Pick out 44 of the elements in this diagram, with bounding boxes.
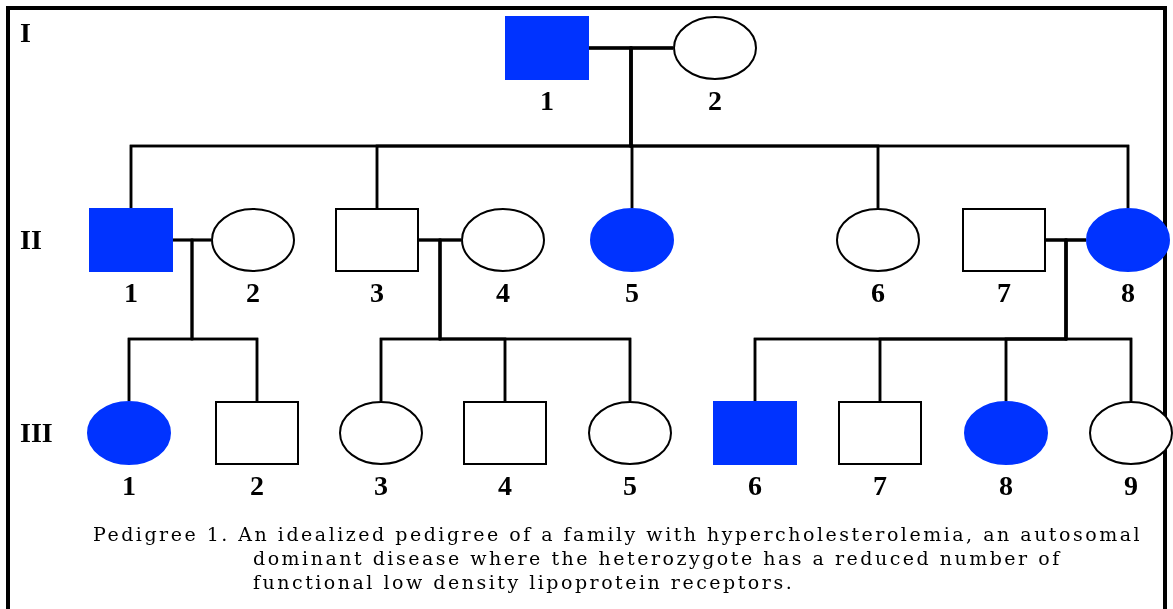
individual-number: 2 bbox=[245, 278, 261, 308]
male-symbol bbox=[463, 401, 547, 465]
individual-number: 6 bbox=[870, 278, 886, 308]
individual-number: 4 bbox=[495, 278, 511, 308]
individual-number: 7 bbox=[996, 278, 1012, 308]
generation-label: III bbox=[20, 418, 53, 448]
affected-male-symbol bbox=[505, 16, 589, 80]
affected-male-symbol bbox=[89, 208, 173, 272]
individual-number: 3 bbox=[369, 278, 385, 308]
individual-number: 3 bbox=[373, 471, 389, 501]
individual-number: 1 bbox=[123, 278, 139, 308]
female-symbol bbox=[461, 208, 545, 272]
female-symbol bbox=[211, 208, 295, 272]
descent-line bbox=[190, 238, 259, 401]
affected-male-symbol bbox=[713, 401, 797, 465]
individual-number: 4 bbox=[497, 471, 513, 501]
male-symbol bbox=[962, 208, 1046, 272]
individual-number: 1 bbox=[121, 471, 137, 501]
individual-number: 2 bbox=[707, 86, 723, 116]
generation-label: II bbox=[20, 225, 42, 255]
female-symbol bbox=[673, 16, 757, 80]
individual-number: 9 bbox=[1123, 471, 1139, 501]
male-symbol bbox=[335, 208, 419, 272]
female-symbol bbox=[836, 208, 920, 272]
affected-female-symbol bbox=[964, 401, 1048, 465]
female-symbol bbox=[1089, 401, 1173, 465]
descent-line bbox=[1064, 238, 1133, 401]
individual-number: 7 bbox=[872, 471, 888, 501]
individual-number: 6 bbox=[747, 471, 763, 501]
affected-female-symbol bbox=[1086, 208, 1170, 272]
individual-number: 5 bbox=[622, 471, 638, 501]
female-symbol bbox=[588, 401, 672, 465]
caption: Pedigree 1. An idealized pedigree of a family with hypercholesterolemia, an autosomal dominant disease where the heterozygote has a reduced number of functional low density lipoprotein receptors. bbox=[93, 522, 1144, 594]
male-symbol bbox=[838, 401, 922, 465]
male-symbol bbox=[215, 401, 299, 465]
generation-label: I bbox=[20, 18, 31, 48]
individual-number: 1 bbox=[539, 86, 555, 116]
affected-female-symbol bbox=[87, 401, 171, 465]
individual-number: 2 bbox=[249, 471, 265, 501]
individual-number: 5 bbox=[624, 278, 640, 308]
individual-number: 8 bbox=[998, 471, 1014, 501]
affected-female-symbol bbox=[590, 208, 674, 272]
female-symbol bbox=[339, 401, 423, 465]
individual-number: 8 bbox=[1120, 278, 1136, 308]
